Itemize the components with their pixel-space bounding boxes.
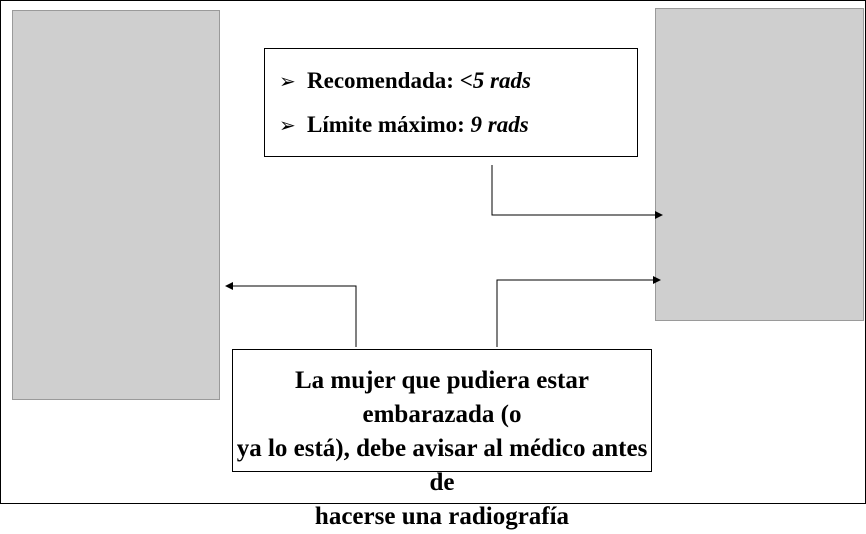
bullet-arrow-icon: ➢ bbox=[279, 69, 296, 93]
warning-line: ya lo está), debe avisar al médico antes… bbox=[236, 435, 648, 496]
arrow-to-right-photo-bottom bbox=[496, 276, 661, 347]
recommendation-box: ➢ Recomendada: <5 rads ➢ Límite máximo: 9 … bbox=[264, 48, 638, 157]
arrow-to-right-photo-top bbox=[491, 165, 663, 219]
max-limit-item: ➢ Límite máximo: 9 rads bbox=[279, 103, 637, 147]
max-limit-value: 9 rads bbox=[470, 112, 529, 137]
photo-left-placeholder bbox=[12, 10, 220, 400]
warning-line: hacerse una radiografía bbox=[314, 503, 570, 530]
photo-left bbox=[12, 10, 220, 400]
max-limit-label: Límite máximo: bbox=[307, 112, 465, 137]
arrow-to-left-photo bbox=[225, 282, 357, 347]
recommendation-value: <5 rads bbox=[459, 68, 531, 93]
photo-right-placeholder bbox=[655, 8, 864, 321]
photo-right bbox=[655, 8, 864, 321]
recommendation-label: Recomendada: bbox=[307, 68, 454, 93]
bullet-arrow-icon: ➢ bbox=[279, 113, 296, 137]
recommendation-item: ➢ Recomendada: <5 rads bbox=[279, 59, 637, 103]
warning-box: La mujer que pudiera estar embarazada (o… bbox=[232, 349, 652, 530]
connector-arrows bbox=[225, 165, 663, 347]
warning-line: La mujer que pudiera estar embarazada (o bbox=[295, 367, 589, 428]
